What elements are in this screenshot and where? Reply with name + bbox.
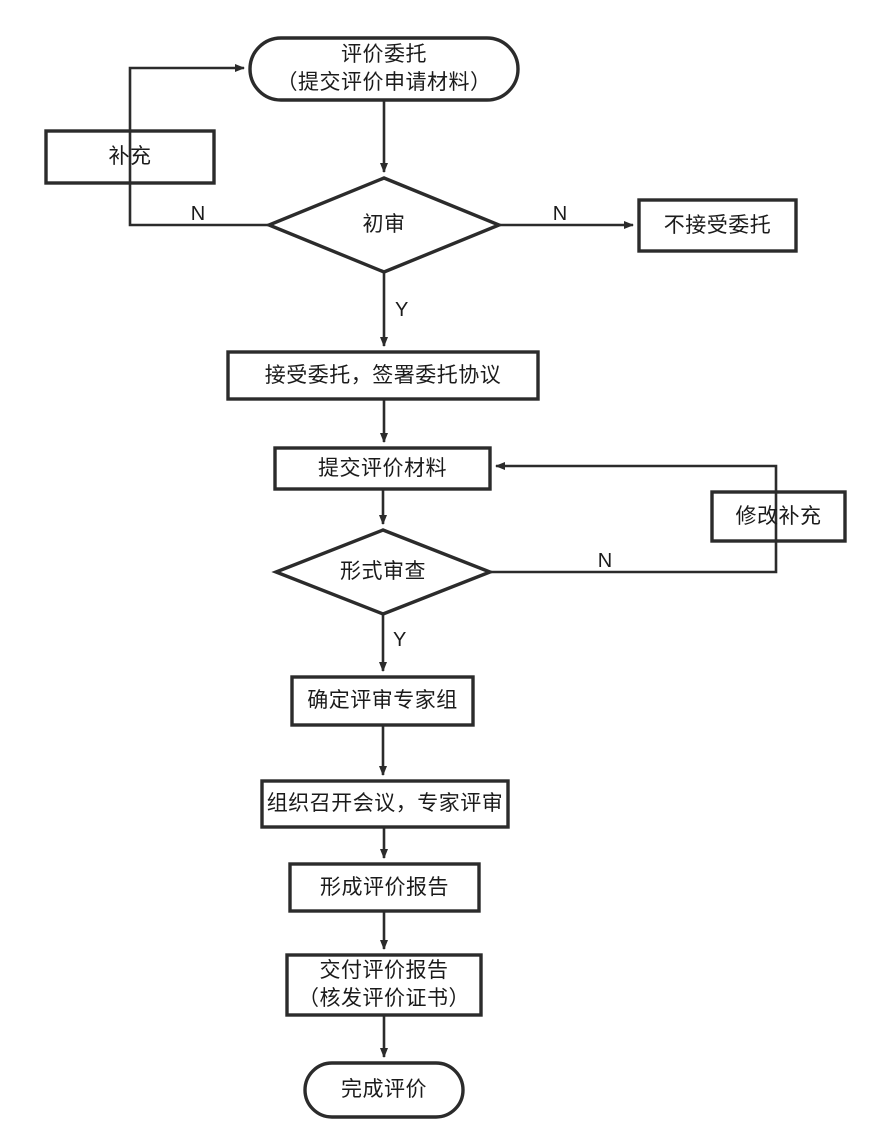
edge-formal-review-no-to-revise — [490, 462, 778, 574]
node-shape-form-report — [288, 862, 481, 913]
node-shape-revise-supplement — [710, 490, 847, 543]
node-shape-expert-group — [290, 675, 475, 727]
node-shape-reject — [637, 198, 798, 253]
node-shape-start — [248, 36, 520, 102]
node-shape-hold-meeting — [260, 779, 510, 829]
edge-initial-review-no-to-supplement — [128, 64, 269, 227]
node-shape-deliver-report — [285, 953, 483, 1017]
node-shape-finish — [303, 1061, 465, 1119]
node-shape-accept-sign — [226, 350, 540, 401]
node-shape-formal-review — [271, 528, 495, 616]
node-shape-submit-materials — [273, 446, 492, 491]
node-shape-initial-review — [264, 176, 504, 274]
